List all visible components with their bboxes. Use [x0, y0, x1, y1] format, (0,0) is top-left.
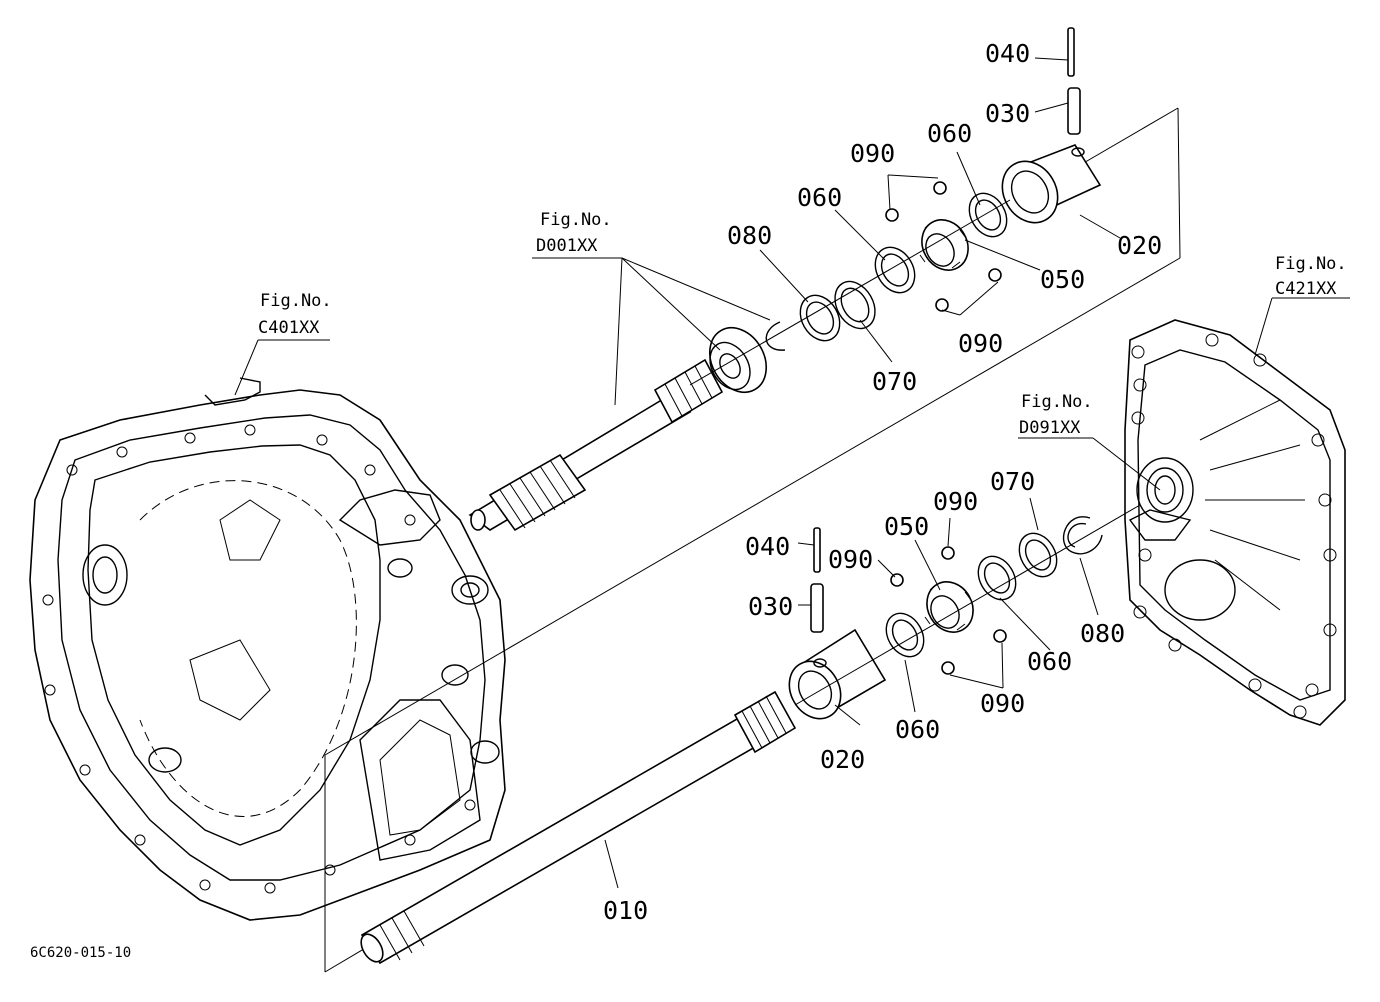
leader-lines [604, 57, 1121, 889]
figure-ref-leaders [234, 257, 1350, 491]
lower-washer-060a [885, 612, 925, 658]
fig-ref-code-c421: C421XX [1275, 279, 1337, 299]
upper-circlip-small [765, 321, 786, 351]
fig-ref-label-d091: Fig.No. [1021, 392, 1093, 412]
upper-input-shaft [468, 358, 724, 532]
label-030-top: 030 [985, 99, 1030, 128]
label-020-top: 020 [1117, 231, 1162, 260]
label-070-bottom: 070 [990, 467, 1035, 496]
upper-snap-ring-080 [799, 294, 841, 342]
upper-pin-040 [1067, 27, 1075, 77]
upper-washer-060a [874, 246, 916, 294]
label-010: 010 [603, 896, 648, 925]
label-050-bottom: 050 [884, 512, 929, 541]
lower-washer-070 [1018, 532, 1058, 578]
label-030-bottom: 030 [748, 592, 793, 621]
label-060-top-a: 060 [927, 119, 972, 148]
upper-balls-090 [885, 181, 1002, 312]
label-040-top: 040 [985, 39, 1030, 68]
lower-pin-030 [810, 583, 824, 633]
lower-snap-ring-080 [1062, 516, 1103, 555]
label-070-top: 070 [872, 367, 917, 396]
right-transmission-cover [1124, 319, 1346, 726]
upper-collar-020 [1001, 144, 1102, 224]
label-090-top-b: 090 [958, 329, 1003, 358]
axis-lines [689, 199, 1141, 706]
label-060-bottom-b: 060 [895, 715, 940, 744]
fig-ref-label-c401: Fig.No. [260, 291, 332, 311]
upper-pin-030 [1067, 87, 1081, 135]
fig-ref-code-d091: D091XX [1019, 418, 1081, 438]
lower-gear-050 [924, 581, 974, 633]
upper-washer-070 [834, 280, 876, 330]
label-080-top: 080 [727, 221, 772, 250]
label-060-bottom-a: 060 [1027, 647, 1072, 676]
label-050-top: 050 [1040, 265, 1085, 294]
label-090-top-a: 090 [850, 139, 895, 168]
lower-pin-040 [813, 527, 821, 573]
label-060-top-b: 060 [797, 183, 842, 212]
figure-references: Fig.No. D001XX Fig.No. C401XX Fig.No. C4… [258, 210, 1347, 438]
cover-bolt-holes [1131, 333, 1337, 719]
upper-bearing [708, 327, 768, 393]
upper-gear-050 [919, 219, 969, 271]
fig-ref-code-c401: C401XX [258, 318, 320, 338]
lower-balls-090 [890, 546, 1007, 675]
label-090-bottom-b: 090 [933, 487, 978, 516]
fig-ref-code-d001: D001XX [536, 236, 598, 256]
upper-washer-060b [968, 192, 1008, 238]
part-number-labels: 040 030 060 090 060 080 020 050 090 070 … [603, 39, 1162, 925]
fig-ref-label-d001: Fig.No. [540, 210, 612, 230]
lower-output-shaft-010 [360, 690, 797, 965]
left-transmission-housing [29, 377, 506, 921]
housing-bolt-holes [42, 424, 476, 894]
label-020-bottom: 020 [820, 745, 865, 774]
lower-washer-060b [977, 555, 1017, 601]
drawing-code: 6C620-015-10 [30, 945, 131, 961]
fig-ref-label-c421: Fig.No. [1275, 254, 1347, 274]
lower-collar-020 [788, 628, 887, 720]
label-090-bottom-a: 090 [828, 545, 873, 574]
label-080-bottom: 080 [1080, 619, 1125, 648]
label-090-bottom-c: 090 [980, 689, 1025, 718]
label-040-bottom: 040 [745, 532, 790, 561]
